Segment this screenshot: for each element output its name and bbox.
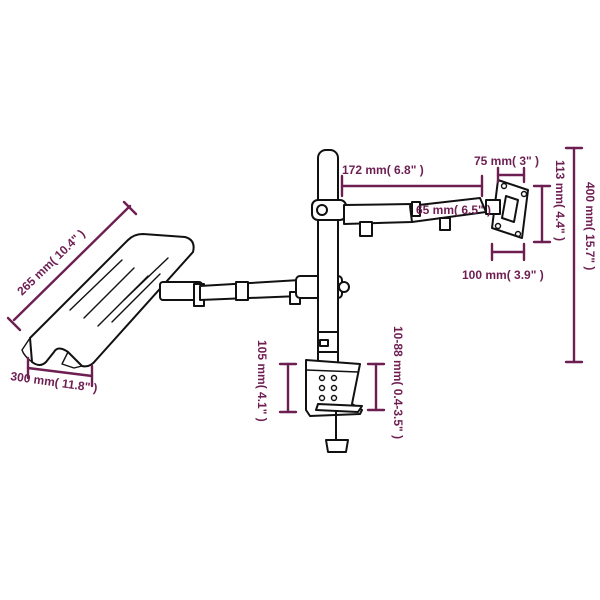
label-pole-height: 400 mm( 15.7" )	[583, 182, 597, 270]
dim-tray-depth	[6, 200, 138, 332]
label-tray-width: 300 mm( 11.8" )	[10, 369, 99, 395]
dim-clamp-range	[366, 362, 386, 412]
dim-pole-height	[564, 146, 584, 364]
desk-clamp	[305, 359, 363, 453]
dim-bracket-height	[532, 184, 552, 244]
dim-vesa-75	[496, 166, 526, 184]
label-arm-offset: 65 mm( 6.5" )	[416, 203, 491, 217]
label-bracket-height: 113 mm( 4.4" )	[553, 160, 567, 241]
tray-vent-slots	[69, 257, 169, 327]
label-clamp-range: 10-88 mm( 0.4-3.5" )	[391, 326, 405, 439]
dim-clamp-height	[278, 362, 298, 414]
vesa-plate	[485, 179, 529, 239]
label-vesa-100: 100 mm( 3.9" )	[462, 268, 544, 282]
label-arm-reach: 172 mm( 6.8" )	[342, 163, 424, 177]
pole	[317, 149, 339, 371]
dim-tray-width	[26, 356, 94, 388]
laptop-tray	[21, 233, 195, 369]
dim-arm-reach	[340, 174, 484, 198]
dim-vesa-100	[490, 242, 526, 262]
label-vesa-75: 75 mm( 3" )	[474, 154, 539, 168]
label-tray-depth: 265 mm( 10.4" )	[14, 227, 87, 298]
upper-arm	[311, 197, 487, 237]
label-clamp-height: 105 mm( 4.1" )	[255, 340, 269, 422]
